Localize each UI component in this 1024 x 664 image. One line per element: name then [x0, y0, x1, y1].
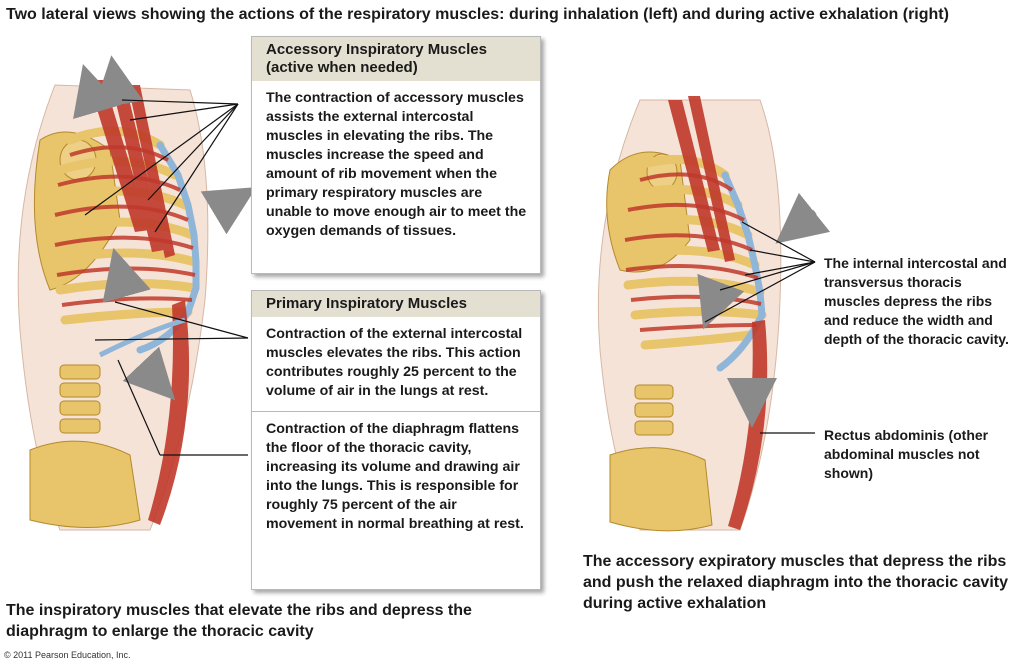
left-caption: The inspiratory muscles that elevate the…: [6, 602, 472, 640]
left-movement-arrows: [73, 55, 257, 401]
right-spine: [634, 384, 674, 436]
diaphragm-text: Contraction of the diaphragm flattens th…: [266, 421, 524, 532]
left-spine: [59, 364, 101, 434]
accessory-box-header: Accessory Inspiratory Muscles (active wh…: [252, 37, 540, 81]
accessory-box-text: The contraction of accessory muscles ass…: [266, 90, 527, 239]
accessory-inspiratory-box: Accessory Inspiratory Muscles (active wh…: [251, 36, 541, 274]
right-caption: The accessory expiratory muscles that de…: [583, 553, 1008, 612]
left-leader-lines: [84, 99, 249, 456]
left-rectus-abdominis: [148, 300, 190, 525]
right-rectus-abdominis: [728, 320, 768, 530]
figure-title: Two lateral views showing the actions of…: [6, 6, 949, 23]
primary-inspiratory-box: Primary Inspiratory Muscles Contraction …: [251, 290, 541, 590]
left-torso-illustration: [17, 55, 257, 531]
right-pelvis: [609, 447, 713, 532]
right-leader-lines: [704, 221, 816, 434]
right-movement-arrows: [697, 192, 831, 428]
rectus-abdominis-label: Rectus abdominis (other abdominal muscle…: [824, 427, 989, 481]
right-neck-muscles: [668, 96, 735, 262]
primary-box-header: Primary Inspiratory Muscles: [252, 291, 540, 317]
right-torso-illustration: [597, 96, 831, 532]
primary-box-divider: [252, 411, 540, 412]
left-diaphragm: [98, 317, 186, 358]
internal-intercostal-label: The internal intercostal and transversus…: [824, 255, 1009, 347]
copyright-notice: © 2011 Pearson Education, Inc.: [4, 650, 131, 660]
external-intercostal-text: Contraction of the external intercostal …: [266, 326, 523, 399]
left-pelvis: [29, 440, 141, 528]
